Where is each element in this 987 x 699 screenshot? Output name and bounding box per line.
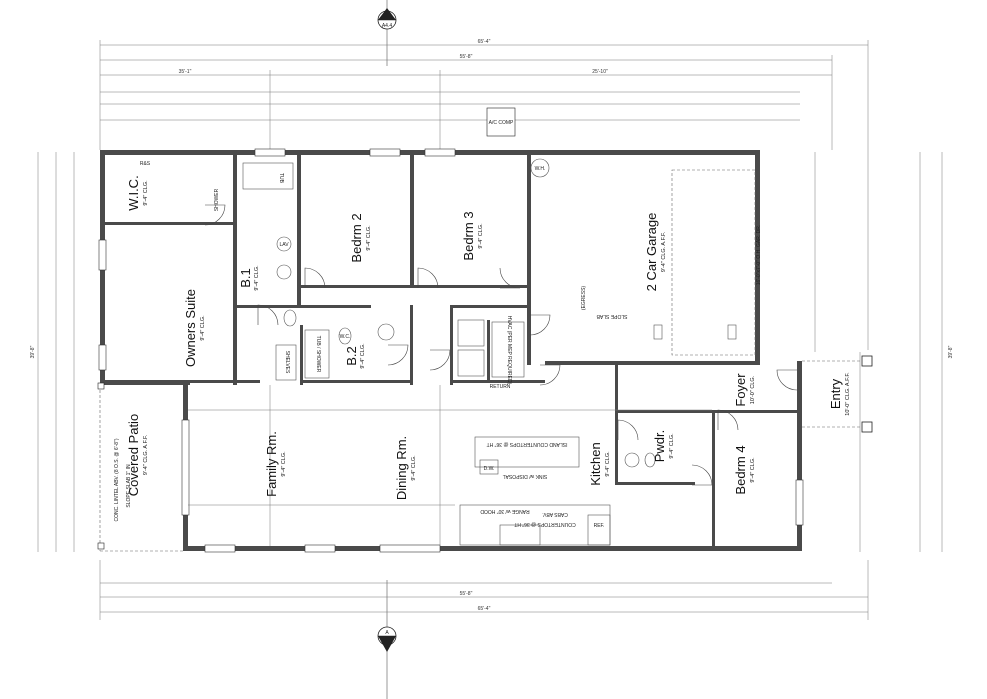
section-sheet-top: A4.4 bbox=[382, 23, 393, 29]
room-sub-garage: 9'-4" CLG. A.F.F. bbox=[661, 231, 667, 272]
annotations: SLOPE SLAB 1" IN CONC. LINTEL ABV. (8 O.… bbox=[114, 161, 587, 522]
wh-label: W.H. bbox=[535, 166, 546, 172]
room-name-b2: B.2 bbox=[344, 346, 359, 366]
shelves-label: SHELVES bbox=[284, 351, 290, 374]
room-sub-bedrm2: 9'-4" CLG. bbox=[366, 225, 372, 251]
section-letter-bottom: A bbox=[385, 630, 389, 636]
bedroom-egress-label: (EGRESS) bbox=[581, 286, 587, 311]
patio-lintel-label: CONC. LINTEL ABV. (8 O.S. @ 6'-8") bbox=[114, 438, 120, 521]
dim-right-side: 39'-8" bbox=[948, 345, 954, 358]
bath1-fixtures: TUB LAV bbox=[242, 162, 297, 327]
room-name-kitchen: Kitchen bbox=[588, 442, 603, 485]
dimensions-sides: 39'-8" 39'-8" bbox=[30, 152, 954, 552]
fridge-label: REF. bbox=[594, 523, 605, 529]
shower-label: SHOWER bbox=[214, 188, 220, 211]
room-sub-owners: 9'-4" CLG. bbox=[200, 315, 206, 341]
garage-fixtures: W.H. 16'-0"x7'-0" O.H. GAR. DR. SLOPE SL… bbox=[530, 158, 762, 356]
room-name-bedrm3: Bedrm 3 bbox=[461, 211, 476, 260]
garage-slope-label: SLOPE SLAB bbox=[596, 313, 628, 319]
room-name-bedrm2: Bedrm 2 bbox=[349, 213, 364, 262]
dim-top-left: 35'-1" bbox=[179, 69, 192, 75]
step-label: R&S bbox=[140, 161, 151, 167]
dim-bottom-total: 65'-4" bbox=[478, 606, 491, 612]
counters-label: COUNTERTOPS @ 36" HT bbox=[514, 521, 575, 527]
room-name-foyer: Foyer bbox=[733, 373, 748, 407]
ac-comp-label: A/C COMP bbox=[489, 120, 514, 126]
room-name-b1: B.1 bbox=[238, 268, 253, 288]
laundry-fixtures: HVAC (PER MEP REQUIRED) RETURN bbox=[457, 316, 525, 390]
doors bbox=[204, 204, 798, 486]
room-name-bedrm4: Bedrm 4 bbox=[733, 445, 748, 494]
pwdr-fixtures bbox=[624, 452, 656, 468]
room-sub-bedrm3: 9'-4" CLG. bbox=[478, 223, 484, 249]
room-name-owners: Owners Suite bbox=[183, 289, 198, 367]
interior-walls bbox=[105, 155, 797, 551]
room-name-dining: Dining Rm. bbox=[394, 436, 409, 500]
dimensions-bottom: 55'-8" 65'-4" bbox=[99, 560, 869, 620]
room-labels: W.I.C. 9'-4" CLG. Owners Suite 9'-4" CLG… bbox=[126, 175, 851, 500]
room-sub-family: 9'-4" CLG. bbox=[281, 451, 287, 477]
room-name-family: Family Rm. bbox=[264, 431, 279, 497]
room-name-patio: Covered Patio bbox=[126, 414, 141, 496]
dw-label: D.W. bbox=[484, 466, 495, 472]
entry-columns bbox=[802, 355, 873, 433]
room-name-pwdr: Pwdr. bbox=[652, 430, 667, 463]
bath2-fixtures: TUB / SHOWER W.C. bbox=[304, 323, 395, 379]
room-sub-kitchen: 9'-4" CLG. bbox=[605, 451, 611, 477]
room-sub-b2: 9'-4" CLG. bbox=[360, 343, 366, 369]
dim-top-right: 25'-10" bbox=[592, 69, 608, 75]
section-marker-top[interactable]: A A4.4 bbox=[377, 0, 397, 66]
section-letter-top: A bbox=[385, 13, 389, 19]
shelves: SHELVES bbox=[275, 344, 297, 381]
dim-top-mid: 55'-8" bbox=[460, 54, 473, 60]
ac-compressor: A/C COMP bbox=[486, 107, 516, 137]
room-name-entry: Entry bbox=[828, 378, 843, 409]
section-sheet-bottom: A4.4 bbox=[382, 639, 393, 645]
room-sub-foyer: 10'-0" CLG. bbox=[750, 375, 756, 404]
room-sub-b1: 9'-4" CLG. bbox=[254, 265, 260, 291]
cabs-label: CABS ABV. bbox=[542, 511, 568, 517]
hvac-label: HVAC (PER MEP REQUIRED) bbox=[506, 316, 512, 385]
overhead-door-label: 16'-0"x7'-0" O.H. GAR. DR. bbox=[756, 225, 762, 285]
tub-label: TUB bbox=[278, 173, 284, 184]
patio-slope-label: SLOPE SLAB 1" IN bbox=[126, 464, 132, 508]
dim-left-side: 39'-8" bbox=[30, 345, 36, 358]
room-sub-pwdr: 9'-4" CLG. bbox=[669, 433, 675, 459]
covered-patio-outline bbox=[97, 382, 183, 552]
sink-label: SINK w/ DISPOSAL bbox=[503, 473, 548, 479]
dimensions-top: 65'-4" 55'-8" 35'-1" 25'-10" bbox=[99, 39, 869, 350]
dim-top-total: 65'-4" bbox=[478, 39, 491, 45]
room-name-wic: W.I.C. bbox=[126, 175, 141, 210]
room-name-garage: 2 Car Garage bbox=[644, 213, 659, 292]
room-sub-patio: 9'-4" CLG. A.F.F. bbox=[143, 434, 149, 475]
reference-lines bbox=[188, 385, 712, 546]
room-sub-wic: 9'-4" CLG. bbox=[143, 180, 149, 206]
room-sub-entry: 10'-0" CLG. A.F.F. bbox=[845, 372, 851, 416]
island-label: ISLAND COUNTERTOPS @ 36" HT bbox=[487, 441, 568, 447]
room-sub-bedrm4: 9'-4" CLG. bbox=[750, 457, 756, 483]
windows bbox=[98, 148, 804, 553]
kitchen-fixtures: ISLAND COUNTERTOPS @ 36" HT SINK w/ DISP… bbox=[459, 436, 611, 546]
lav-label: LAV bbox=[279, 242, 289, 248]
wc-label: W.C. bbox=[340, 334, 351, 340]
dim-bottom-mid: 55'-8" bbox=[460, 591, 473, 597]
range-label: RANGE w/ 30" HOOD bbox=[480, 508, 530, 514]
section-marker-bottom[interactable]: A A4.4 bbox=[377, 580, 397, 699]
return-label: RETURN bbox=[490, 384, 511, 390]
room-sub-dining: 9'-4" CLG. bbox=[411, 455, 417, 481]
tub-shower-label: TUB / SHOWER bbox=[315, 336, 321, 373]
